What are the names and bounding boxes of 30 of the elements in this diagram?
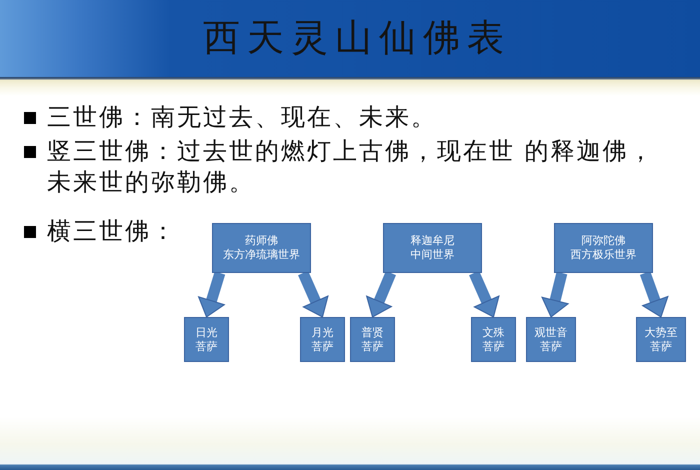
process-box xyxy=(636,317,686,362)
box-label: 月光菩萨 xyxy=(310,326,334,354)
block-arrow xyxy=(298,270,328,320)
box-label: 大势至菩萨 xyxy=(644,326,678,354)
process-box xyxy=(554,223,653,273)
process-box xyxy=(526,317,576,362)
bullet-text: 三世佛：南无过去、现在、未来。 xyxy=(47,102,437,133)
box-label: 释迦牟尼 xyxy=(410,234,454,248)
block-arrow xyxy=(640,271,668,319)
box-label: 西方极乐世界 xyxy=(570,248,636,262)
process-box xyxy=(383,223,482,273)
box-label: 观世音菩萨 xyxy=(534,326,568,354)
box-label: 文殊菩萨 xyxy=(482,326,506,354)
box-label: 日光菩萨 xyxy=(194,326,218,354)
box-label: 药师佛 xyxy=(245,234,278,248)
process-box xyxy=(350,317,395,362)
process-box xyxy=(212,223,311,273)
slide-title: 西天灵山仙佛表 xyxy=(203,15,511,61)
block-arrow xyxy=(469,270,500,320)
box-label: 东方净琉璃世界 xyxy=(223,248,300,262)
box-label: 阿弥陀佛 xyxy=(582,234,626,248)
block-arrow xyxy=(542,272,569,318)
process-box xyxy=(471,317,516,362)
block-arrow xyxy=(198,271,226,319)
bullet-text: 竖三世佛：过去世的燃灯上古佛，现在世 的释迦佛，未来世的弥勒佛。 xyxy=(47,136,656,198)
box-label: 普贤菩萨 xyxy=(360,326,384,354)
bullet-text: 横三世佛： xyxy=(47,216,177,247)
process-box xyxy=(184,317,229,362)
box-label: 中间世界 xyxy=(410,248,454,262)
process-box xyxy=(300,317,345,362)
